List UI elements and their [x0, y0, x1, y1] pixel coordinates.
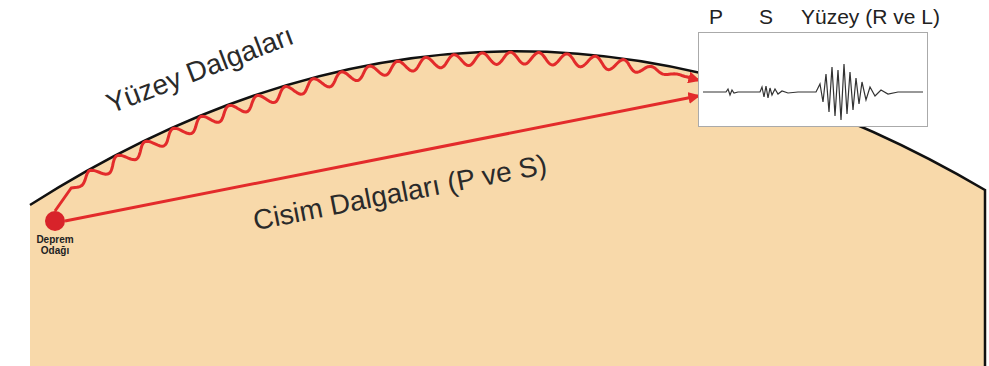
wave-phase-label: P — [709, 4, 723, 29]
seismogram-trace — [698, 32, 928, 127]
earth-fill — [30, 51, 985, 366]
wave-type-label: Cisim Dalgaları (P ve S) — [251, 149, 550, 238]
seismogram-box: PSYüzey (R ve L) — [698, 32, 928, 127]
wave-phase-label: S — [759, 4, 773, 29]
wave-phase-label: Yüzey (R ve L) — [801, 4, 940, 29]
earthquake-focus: Deprem Odağı — [30, 211, 80, 256]
earth-surface — [30, 51, 985, 366]
focus-label: Deprem Odağı — [32, 234, 78, 256]
trace-line — [703, 64, 923, 120]
focus-dot — [45, 211, 65, 231]
wave-type-label: Yüzey Dalgaları — [102, 20, 298, 121]
